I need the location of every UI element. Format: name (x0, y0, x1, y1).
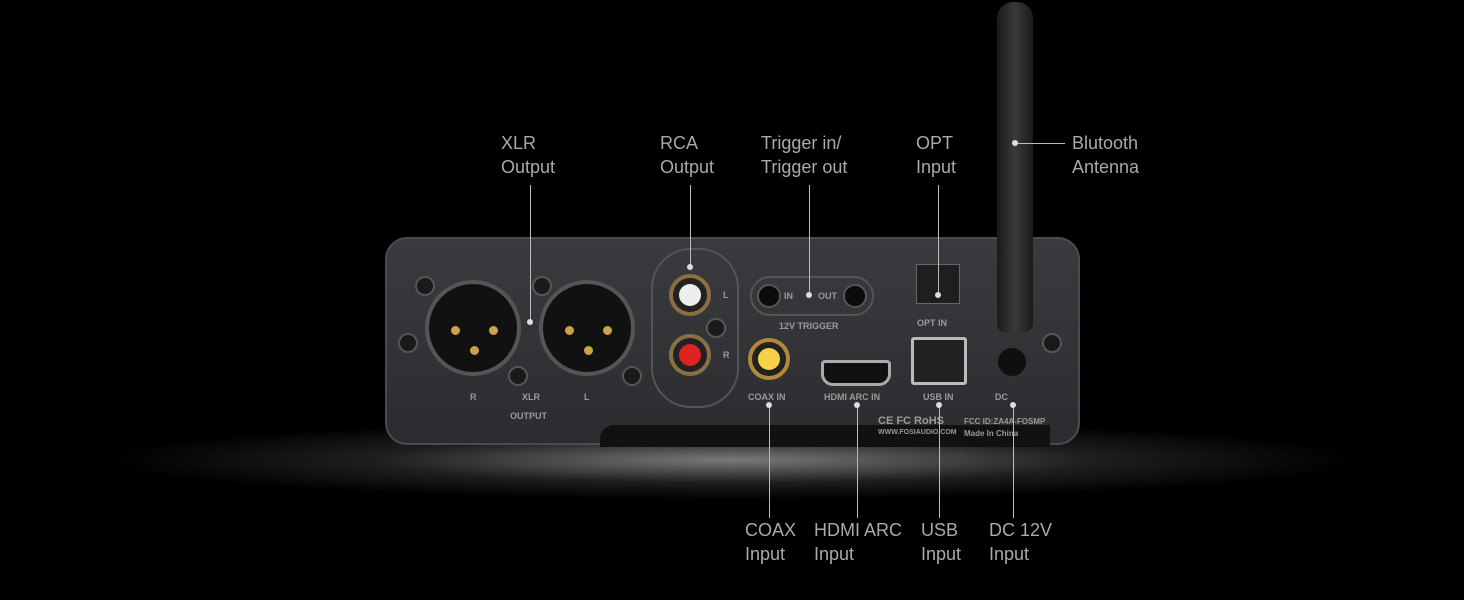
callout-trigger: Trigger in/Trigger out (761, 133, 848, 177)
leader-rca (690, 185, 691, 267)
trigger-label: 12V TRIGGER (779, 321, 839, 331)
xlr-r-label: R (470, 392, 477, 402)
trigger-in-jack (757, 284, 781, 308)
leader-opt (938, 185, 939, 295)
panel-cutout (600, 425, 1050, 447)
bluetooth-antenna (997, 2, 1033, 332)
xlr-output-right (425, 280, 521, 376)
opt-in-label: OPT IN (917, 318, 948, 328)
rca-group (651, 248, 739, 408)
leader-dc (1013, 405, 1014, 518)
coax-jack (748, 338, 790, 380)
leader-trigger (809, 185, 810, 295)
leader-bt (1015, 143, 1065, 144)
usb-in-label: USB IN (923, 392, 954, 402)
website: WWW.FOSIAUDIO.COM (878, 429, 957, 436)
screw (508, 366, 528, 386)
output-label: OUTPUT (510, 411, 547, 421)
fcc-id: FCC ID:ZA4A-FOSMP (964, 417, 1046, 426)
trigger-out-label: OUT (818, 291, 837, 301)
coax-in-label: COAX IN (748, 392, 786, 402)
leader-hdmi (857, 405, 858, 518)
trigger-in-label: IN (784, 291, 793, 301)
dc-label: DC (995, 392, 1008, 402)
usb-port (911, 337, 967, 385)
trigger-group (750, 276, 874, 316)
screw (415, 276, 435, 296)
xlr-output-left (539, 280, 635, 376)
hdmi-port (821, 360, 891, 386)
certifications: CE FC RoHS (878, 415, 944, 427)
rca-r-label: R (723, 350, 730, 360)
leader-xlr (530, 185, 531, 322)
xlr-label: XLR (522, 392, 540, 402)
xlr-l-label: L (584, 392, 590, 402)
made-in: Made In China (964, 429, 1019, 438)
leader-coax (769, 405, 770, 518)
rca-right-jack (669, 334, 711, 376)
screw (622, 366, 642, 386)
rca-left-jack (669, 274, 711, 316)
screw (1042, 333, 1062, 353)
screw (532, 276, 552, 296)
hdmi-in-label: HDMI ARC IN (824, 392, 881, 402)
rca-l-label: L (723, 290, 729, 300)
leader-usb (939, 405, 940, 518)
trigger-out-jack (843, 284, 867, 308)
screw (706, 318, 726, 338)
screw (398, 333, 418, 353)
dc-jack (996, 346, 1028, 378)
